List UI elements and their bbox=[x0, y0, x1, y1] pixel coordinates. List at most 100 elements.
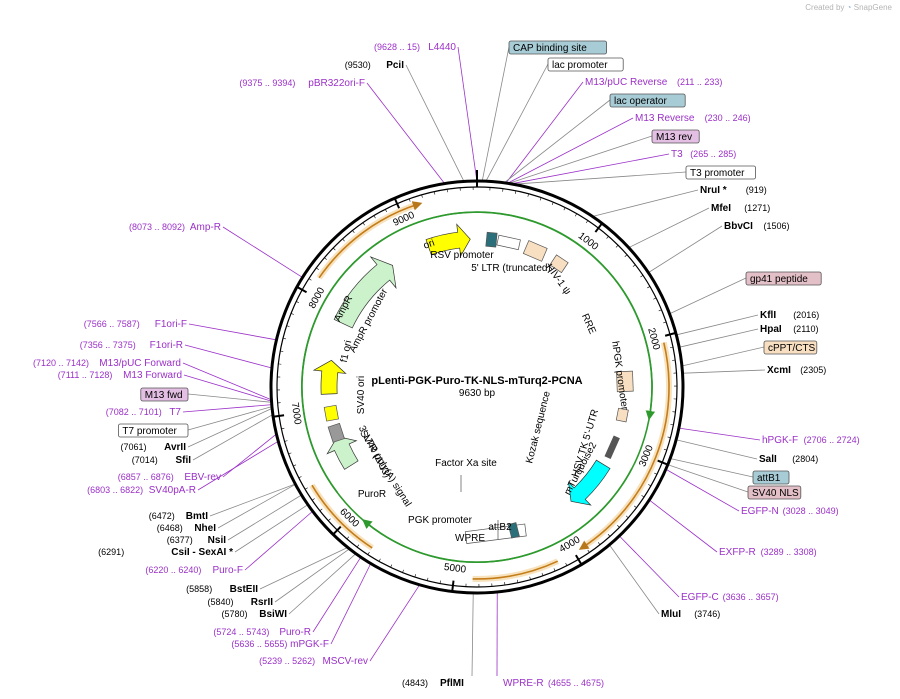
green-band-2 bbox=[301, 211, 653, 563]
inner-feature-label: PGK promoter bbox=[408, 515, 473, 526]
site-name: NsiI bbox=[208, 535, 227, 546]
ruler-minor-tick bbox=[293, 464, 297, 467]
ruler-tick bbox=[332, 525, 342, 536]
site-range: (2305) bbox=[800, 365, 826, 375]
site-range: (3636 .. 3657) bbox=[723, 592, 779, 602]
right-label: M13 Reverse(230 .. 246) bbox=[635, 113, 751, 124]
left-label: F1ori-R(7356 .. 7375) bbox=[80, 340, 183, 351]
inner-feature-label: WPRE bbox=[455, 533, 485, 544]
ruler-minor-tick bbox=[280, 350, 284, 352]
site-range: (9375 .. 9394) bbox=[239, 78, 295, 88]
leader-line bbox=[593, 189, 699, 217]
site-range: (7061) bbox=[120, 442, 146, 452]
ruler-minor-tick bbox=[308, 278, 312, 281]
leader-line bbox=[197, 441, 278, 491]
site-name: MluI bbox=[661, 609, 681, 620]
site-name: EGFP-N bbox=[741, 506, 779, 517]
leader-line bbox=[508, 117, 634, 183]
cds-band-halo bbox=[472, 558, 559, 582]
ruler-tick bbox=[273, 414, 285, 418]
left-label: BmtI(6472) bbox=[149, 511, 208, 522]
ruler-minor-tick bbox=[426, 577, 429, 581]
feature-box bbox=[685, 165, 756, 180]
ruler-minor-tick bbox=[647, 286, 651, 289]
leader-line bbox=[505, 99, 611, 183]
ruler-minor-tick bbox=[332, 247, 336, 251]
ruler-minor-tick bbox=[296, 301, 300, 303]
ruler-tick bbox=[393, 197, 401, 209]
leader-line bbox=[471, 593, 474, 677]
leader-line bbox=[629, 207, 710, 248]
right-label: M13/pUC Reverse(211 .. 233) bbox=[585, 77, 722, 88]
ruler-minor-tick bbox=[402, 569, 404, 573]
ruler-minor-tick bbox=[439, 580, 441, 584]
site-name: M13 Reverse bbox=[635, 113, 695, 124]
plasmid-name: pLenti-PGK-Puro-TK-NLS-mTurq2-PCNA bbox=[371, 375, 582, 387]
leader-line bbox=[274, 549, 349, 603]
site-range: (6291) bbox=[98, 547, 124, 557]
right-label: MfeI(1271) bbox=[711, 203, 770, 214]
ruler-minor-tick bbox=[625, 515, 629, 519]
right-label: BbvCI(1506) bbox=[724, 221, 790, 232]
site-name: SfiI bbox=[175, 455, 191, 466]
ruler-minor-tick bbox=[641, 495, 645, 498]
snapgene-credit: Created by ◔ SnapGene bbox=[805, 3, 892, 12]
ori-arrow bbox=[425, 223, 471, 258]
credit-prefix: Created by bbox=[805, 3, 845, 12]
right-label: HpaI(2110) bbox=[760, 324, 819, 335]
cppt-box bbox=[615, 407, 629, 423]
leader-line bbox=[609, 545, 660, 615]
site-name: KflI bbox=[760, 310, 776, 321]
right-label: M13 rev bbox=[651, 129, 700, 144]
leader-line bbox=[366, 82, 445, 183]
ruler-minor-tick bbox=[563, 207, 566, 211]
left-label: L4440(9628 .. 15) bbox=[374, 42, 456, 53]
feature-box-label: gp41 peptide bbox=[750, 274, 808, 285]
leader-line bbox=[668, 464, 749, 493]
site-name: BsiWI bbox=[259, 609, 287, 620]
leader-line bbox=[679, 427, 761, 441]
ruler-minor-tick bbox=[352, 230, 355, 234]
right-label: attB1 bbox=[752, 470, 790, 485]
leader-line bbox=[330, 564, 371, 645]
site-range: (5724 .. 5743) bbox=[213, 627, 269, 637]
ruler-minor-tick bbox=[316, 267, 319, 270]
site-range: (1506) bbox=[764, 221, 790, 231]
feature-box-label: attB1 bbox=[757, 473, 781, 484]
left-label: Puro-R(5724 .. 5743) bbox=[213, 627, 311, 638]
right-label: T3 promoter bbox=[685, 165, 756, 180]
ruler-minor-tick bbox=[587, 549, 590, 553]
ruler-minor-tick bbox=[319, 508, 323, 511]
ruler-minor-tick bbox=[597, 542, 601, 545]
ruler-minor-tick bbox=[663, 321, 667, 324]
leader-line bbox=[288, 554, 356, 615]
site-name: HpaI bbox=[760, 324, 782, 335]
attb2-box bbox=[507, 522, 520, 539]
feature-box-label: M13 rev bbox=[656, 132, 692, 143]
feature-box-label: T7 promoter bbox=[122, 426, 177, 437]
site-range: (6377) bbox=[167, 535, 193, 545]
site-range: (2804) bbox=[792, 454, 818, 464]
right-label: MluI(3746) bbox=[661, 609, 720, 620]
site-range: (3028 .. 3049) bbox=[783, 506, 839, 516]
left-label: T7(7082 .. 7101) bbox=[106, 407, 182, 418]
ruler-minor-tick bbox=[408, 198, 411, 202]
ruler-minor-tick bbox=[527, 193, 529, 197]
leader-line bbox=[482, 46, 510, 181]
site-name: NheI bbox=[194, 523, 216, 534]
site-name: WPRE-R bbox=[503, 678, 544, 689]
ltr-box bbox=[496, 234, 521, 251]
right-label: EGFP-N (3028 .. 3049) bbox=[741, 506, 839, 517]
site-range: (6857 .. 6876) bbox=[118, 472, 174, 482]
left-label: PciI(9530) bbox=[345, 60, 404, 71]
leader-line bbox=[677, 314, 759, 336]
feature-box-label: SV40 NLS bbox=[752, 488, 799, 499]
site-name: M13/pUC Forward bbox=[99, 358, 181, 369]
ruler-minor-tick bbox=[515, 190, 517, 194]
leader-line bbox=[680, 328, 759, 348]
site-range: (919) bbox=[746, 185, 767, 195]
leader-line bbox=[187, 393, 271, 403]
leader-line bbox=[666, 469, 740, 512]
site-name: EXFP-R bbox=[719, 547, 756, 558]
